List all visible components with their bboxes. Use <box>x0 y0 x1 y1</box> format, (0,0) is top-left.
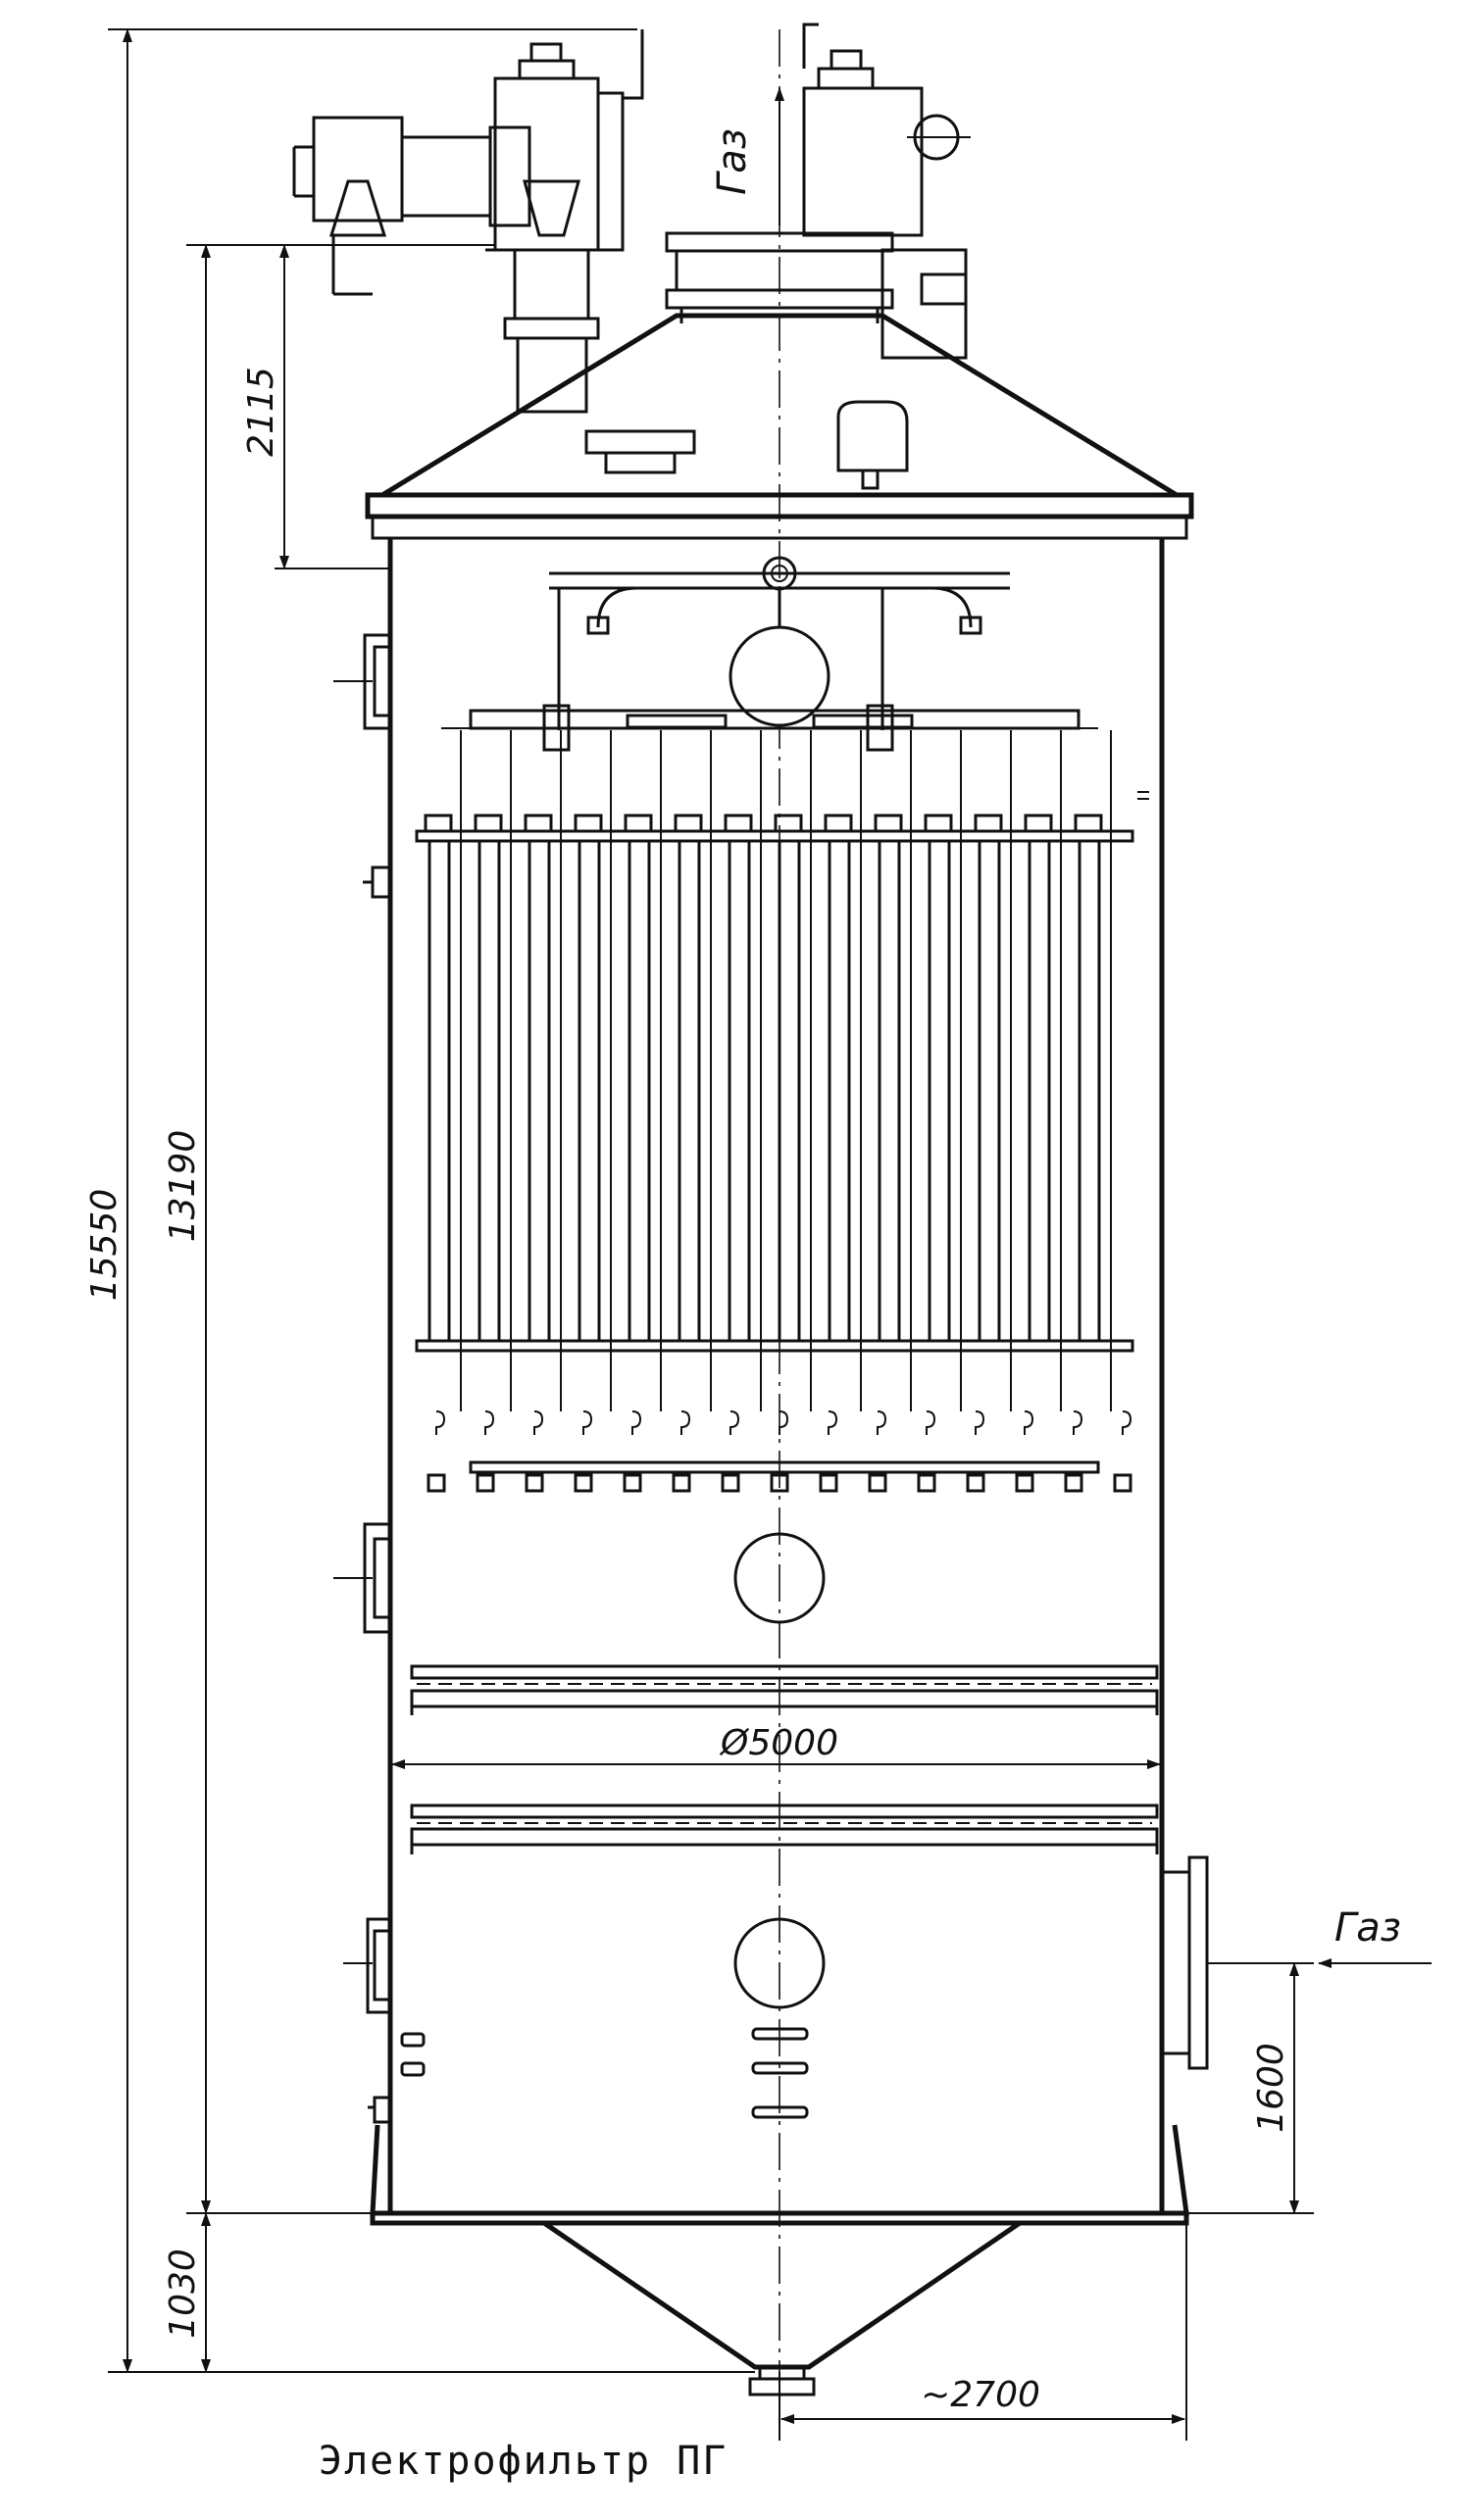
wire-hook <box>975 1410 985 1435</box>
collecting-plate <box>778 839 801 1343</box>
wire-hook <box>1024 1410 1034 1435</box>
weight <box>868 1473 887 1493</box>
electrode-cap <box>824 814 853 833</box>
wire-hook <box>533 1410 544 1435</box>
collecting-plate <box>678 839 701 1343</box>
dim-diameter: Ø5000 <box>719 1723 838 1763</box>
figure-caption: Электрофильтр ПГ <box>319 2439 729 2484</box>
electrode-cap <box>524 814 553 833</box>
electrode-cap <box>424 814 453 833</box>
collecting-plate <box>1078 839 1101 1343</box>
electrode-cap <box>574 814 603 833</box>
wire-hook <box>877 1410 887 1435</box>
side-nozzles-left <box>333 633 392 2124</box>
top-equipment <box>292 23 971 414</box>
weight <box>672 1473 691 1493</box>
wire-hook <box>729 1410 740 1435</box>
weight <box>525 1473 544 1493</box>
collecting-plate <box>478 839 501 1343</box>
wire-hook <box>435 1410 446 1435</box>
collecting-plate <box>978 839 1001 1343</box>
collecting-plate <box>928 839 951 1343</box>
gas-inlet-nozzle <box>1137 791 1432 2070</box>
wire-hook <box>680 1410 691 1435</box>
dim-hood-height: 2115 <box>241 367 281 457</box>
weight <box>917 1473 936 1493</box>
discharge-electrode-weights <box>427 1410 1132 1493</box>
collecting-plate <box>828 839 851 1343</box>
dim-radius: ~2700 <box>921 2375 1040 2415</box>
electrode-cap <box>924 814 953 833</box>
wire-hook <box>631 1410 642 1435</box>
weight <box>1015 1473 1034 1493</box>
wire-hook <box>926 1410 936 1435</box>
gas-inlet-label: Газ <box>1334 1905 1401 1951</box>
hopper <box>542 2220 1022 2396</box>
suspension-frame <box>441 556 1098 752</box>
dim-total-height: 15550 <box>84 1189 125 1302</box>
dimension-lines <box>108 28 1314 2441</box>
weight <box>966 1473 985 1493</box>
gas-outlet-label: Газ <box>710 128 755 195</box>
collecting-plate <box>528 839 551 1343</box>
weight <box>574 1473 593 1493</box>
electrode-cap <box>774 814 803 833</box>
dim-body-height: 13190 <box>163 1130 203 1243</box>
hood <box>365 313 1194 540</box>
wire-hook <box>582 1410 593 1435</box>
collecting-plate <box>427 839 451 1343</box>
weight <box>427 1473 446 1493</box>
weight <box>721 1473 740 1493</box>
electrode-cap <box>874 814 903 833</box>
weight <box>770 1473 789 1493</box>
weight <box>1064 1473 1083 1493</box>
weight <box>1113 1473 1132 1493</box>
weight <box>819 1473 838 1493</box>
collecting-plate <box>628 839 651 1343</box>
wire-hook <box>484 1410 495 1435</box>
dim-inlet-height: 1600 <box>1251 2043 1291 2133</box>
manholes <box>400 1532 826 2119</box>
electrode-cap <box>724 814 753 833</box>
electrode-cap <box>474 814 503 833</box>
collecting-plate <box>728 839 751 1343</box>
wire-hook <box>828 1410 838 1435</box>
distribution-grids <box>410 1664 1159 1854</box>
electrode-cap <box>1024 814 1053 833</box>
electrode-cap <box>674 814 703 833</box>
collecting-plate <box>878 839 901 1343</box>
weight <box>623 1473 642 1493</box>
electrode-cap <box>624 814 653 833</box>
electrode-cap <box>974 814 1003 833</box>
electrode-cap <box>1074 814 1103 833</box>
collecting-plate <box>1028 839 1051 1343</box>
wire-hook <box>1122 1410 1132 1435</box>
weight <box>476 1473 495 1493</box>
dim-hopper-height: 1030 <box>163 2248 203 2339</box>
collecting-electrodes <box>415 730 1134 1411</box>
collecting-plate <box>578 839 601 1343</box>
wire-hook <box>779 1410 789 1435</box>
wire-hook <box>1073 1410 1083 1435</box>
